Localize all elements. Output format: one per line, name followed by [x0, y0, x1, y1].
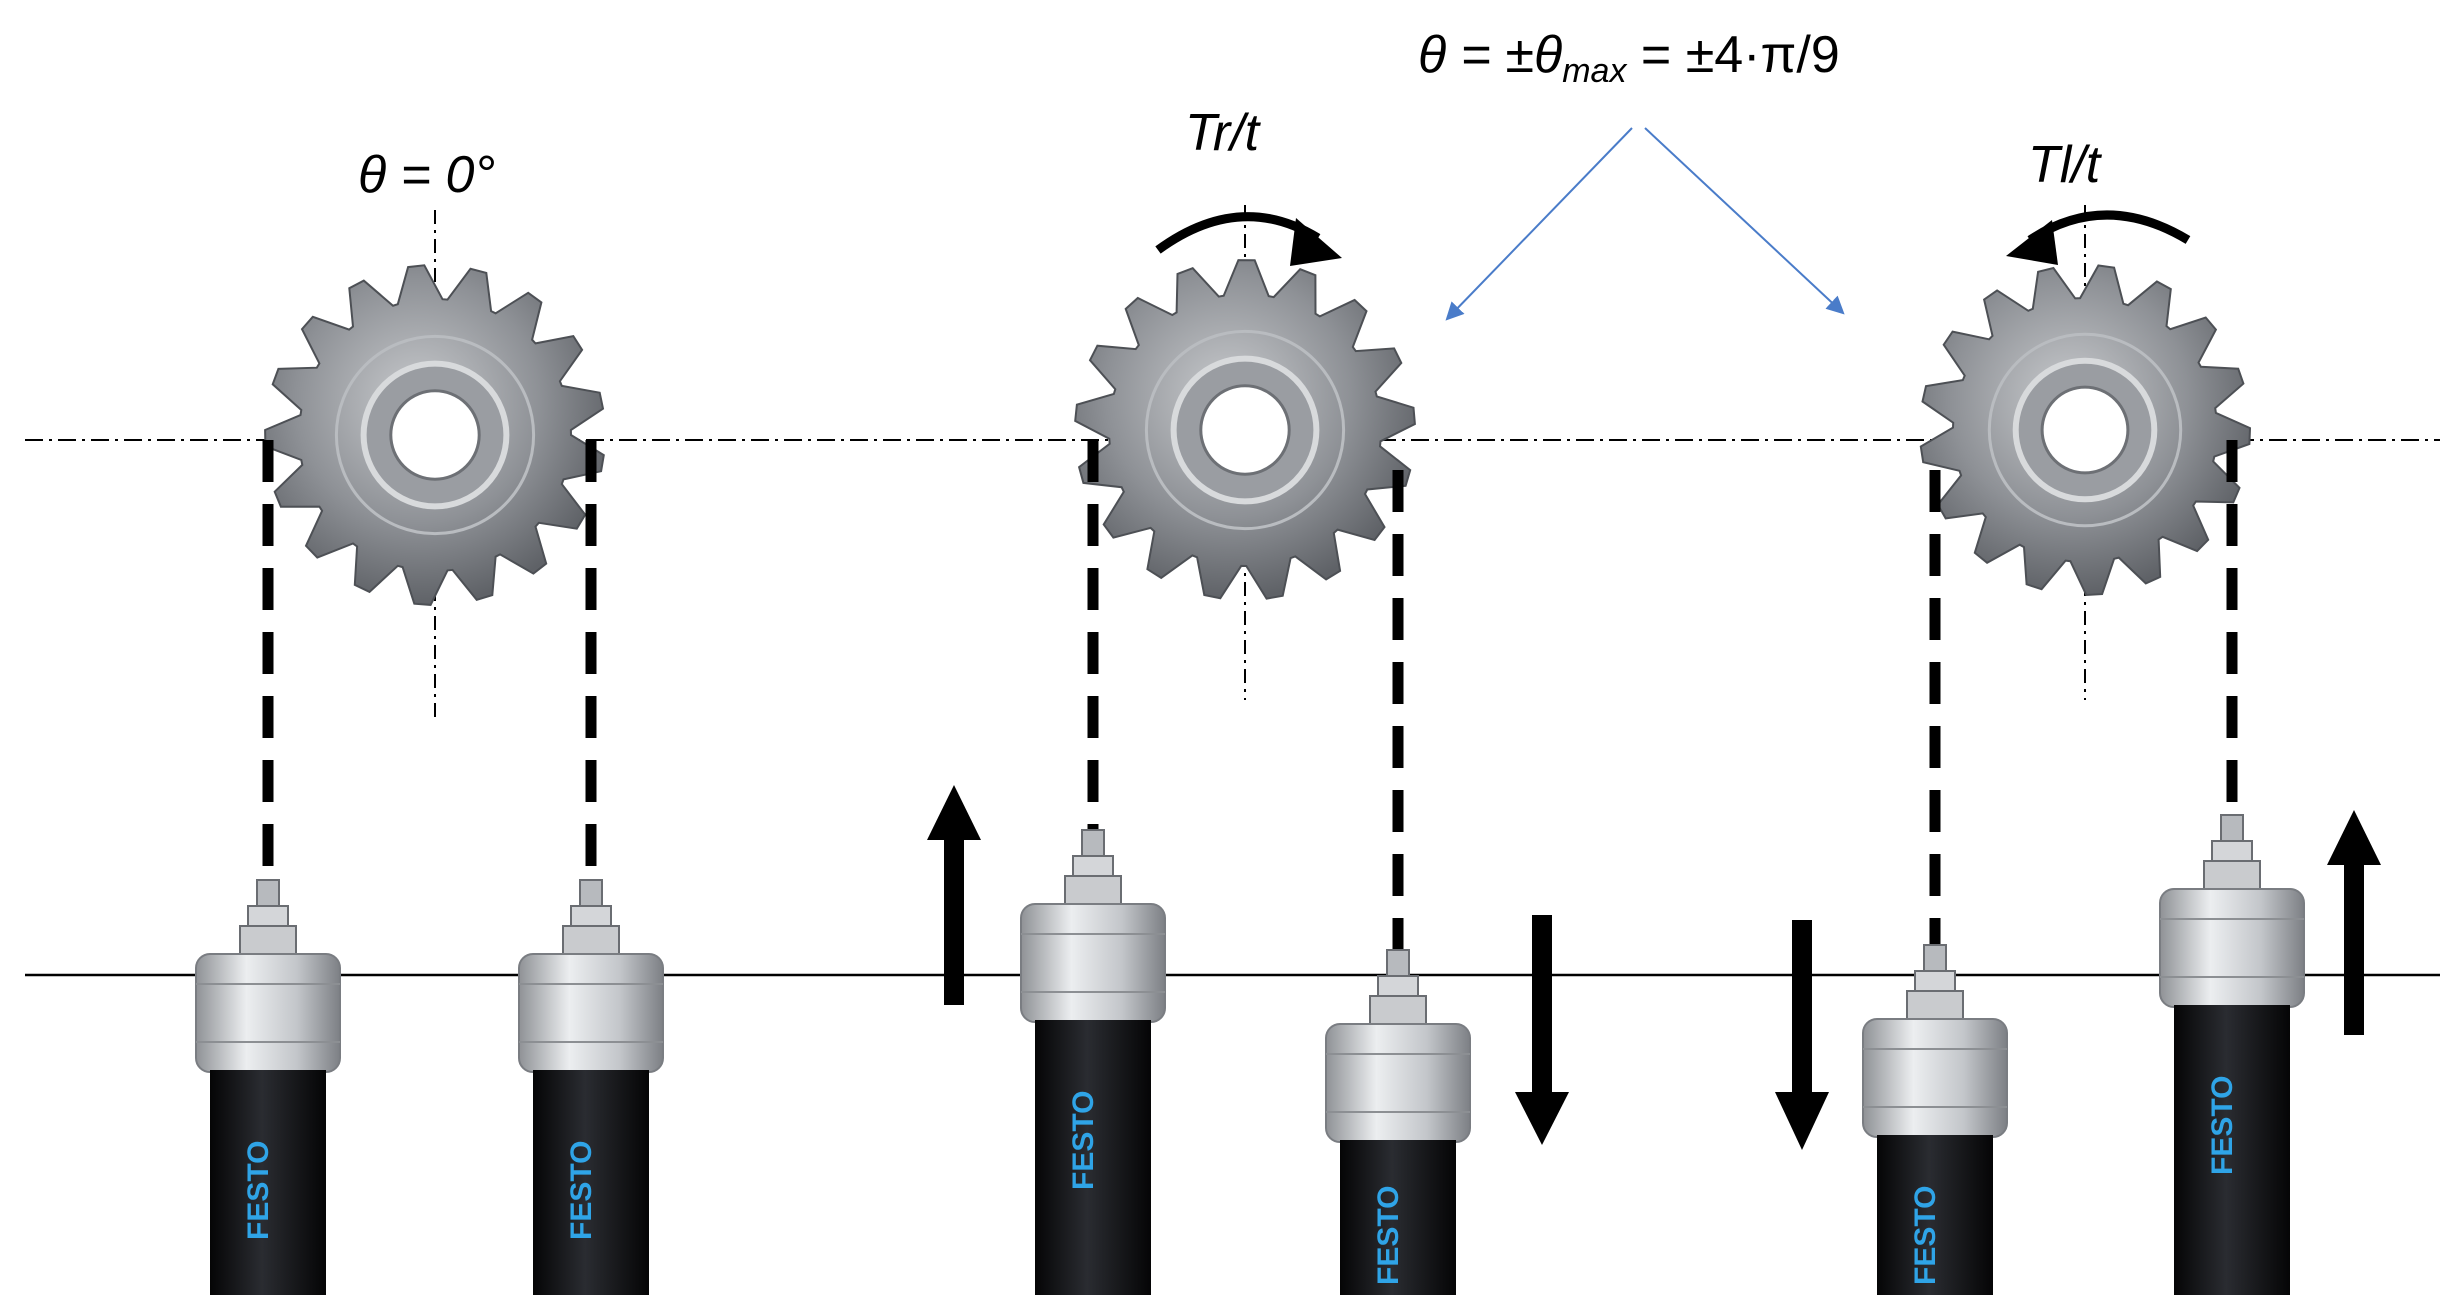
down-arrow-icon [1515, 915, 1569, 1145]
theta-zero-label: θ = 0° [358, 146, 495, 204]
pneumatic-muscle-icon: FESTO [2159, 814, 2305, 1295]
brand-label: FESTO [242, 1141, 275, 1240]
down-arrow-icon [1775, 920, 1829, 1150]
pneumatic-muscle-icon: FESTO [518, 879, 664, 1295]
pneumatic-muscle-icon: FESTO [1325, 949, 1471, 1295]
theta-pointer-arrows [1445, 127, 1845, 321]
torque-left-label: Tl/t [2028, 136, 2103, 194]
rotation-arrow-icon [2006, 210, 2191, 265]
pneumatic-muscle-icon: FESTO [1862, 944, 2008, 1295]
torque-right-label: Tr/t [1185, 104, 1262, 162]
sprocket-icon [1074, 259, 1416, 600]
sprocket-icon [1919, 264, 2252, 597]
theta-max-label: θ = ±θmax = ±4·π/9 [1418, 26, 1840, 90]
pneumatic-muscle-icon: FESTO [1020, 829, 1166, 1295]
brand-label: FESTO [2206, 1076, 2239, 1175]
brand-label: FESTO [1909, 1186, 1942, 1285]
brand-label: FESTO [1372, 1186, 1405, 1285]
brand-label: FESTO [1067, 1091, 1100, 1190]
up-arrow-icon [927, 785, 981, 1005]
brand-label: FESTO [565, 1141, 598, 1240]
sprocket-icon [264, 264, 605, 606]
up-arrow-icon [2327, 810, 2381, 1035]
rotation-arrow-icon [1155, 212, 1342, 266]
pneumatic-muscle-icon: FESTO [195, 879, 341, 1295]
